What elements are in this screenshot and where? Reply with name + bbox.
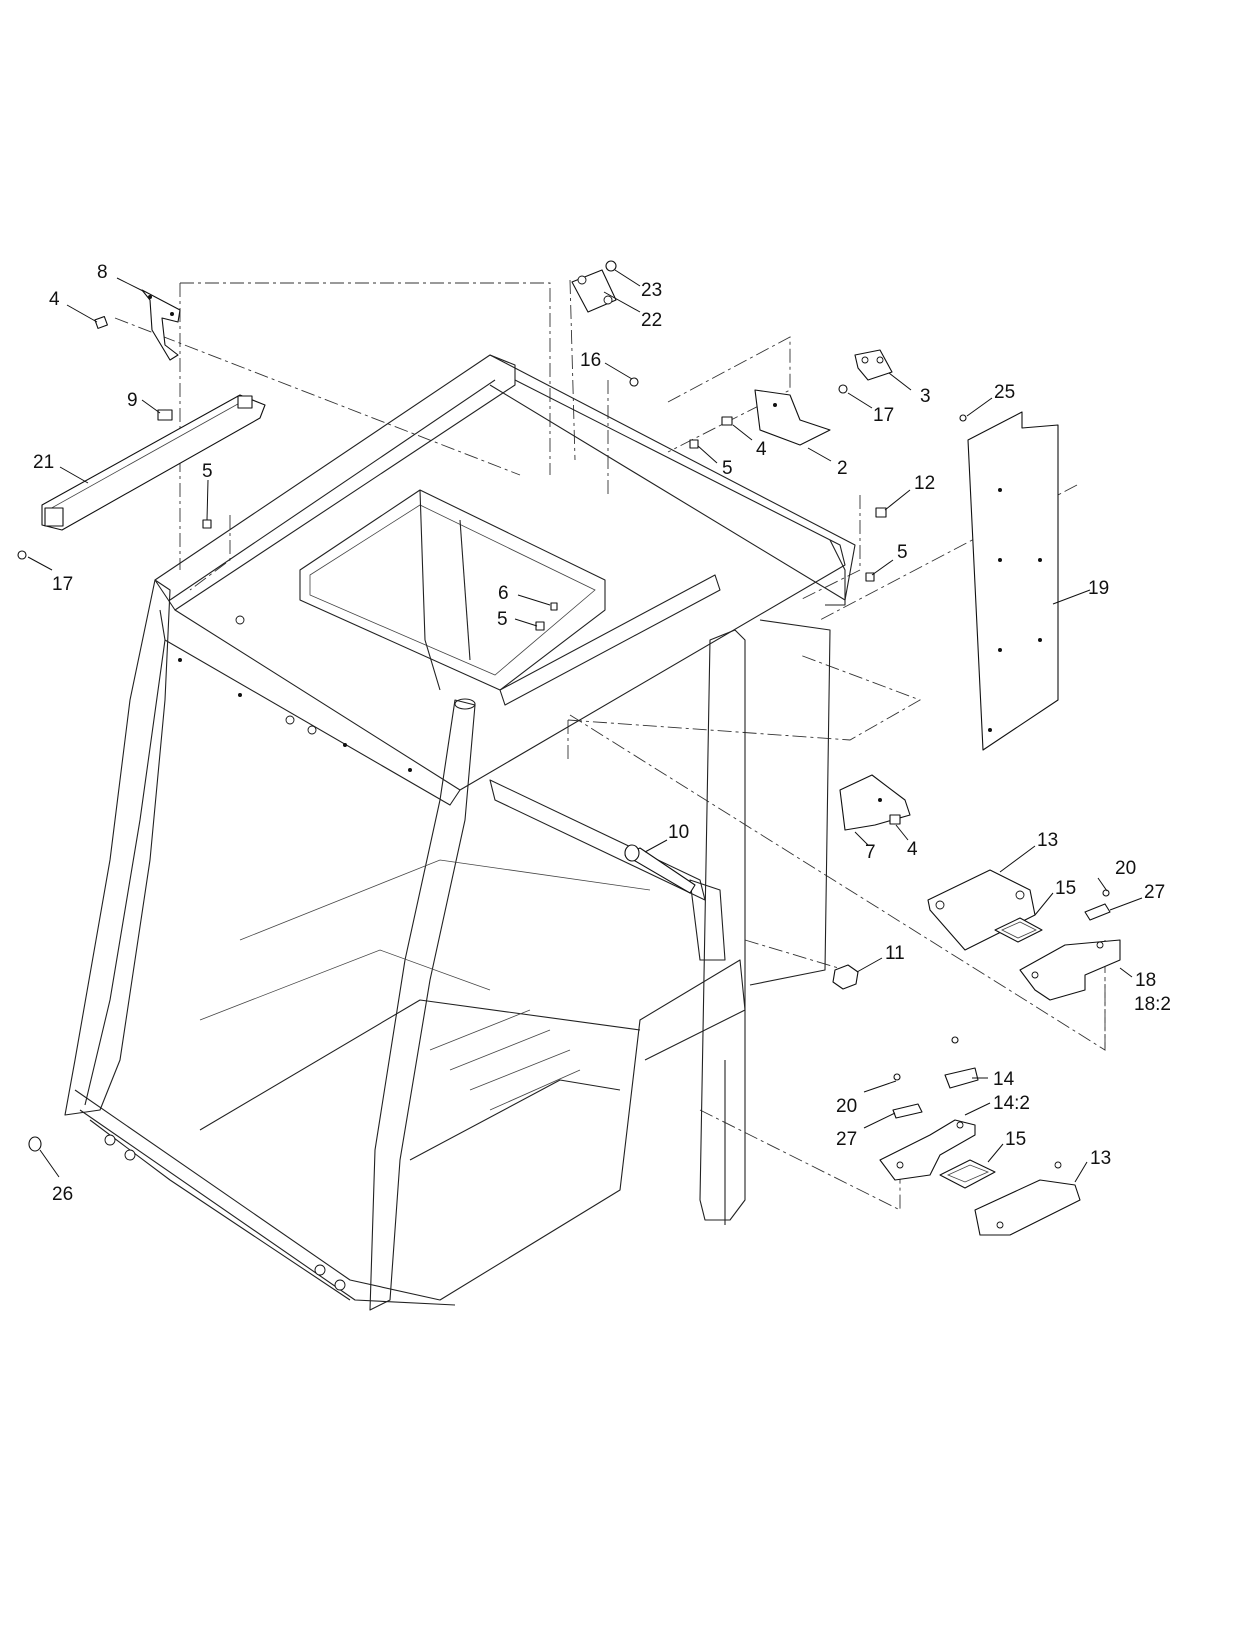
callout-6: 6 — [498, 583, 509, 604]
part-screw-17-right — [838, 384, 848, 394]
callout-14-2: 14:2 — [993, 1093, 1030, 1114]
part-washer-14 — [944, 1067, 979, 1089]
callout-17: 17 — [52, 574, 73, 595]
callout-4: 4 — [49, 289, 60, 310]
callout-25: 25 — [994, 382, 1015, 403]
callout-22: 22 — [641, 310, 662, 331]
callout-5: 5 — [722, 458, 733, 479]
callout-19: 19 — [1088, 578, 1109, 599]
callout-5: 5 — [202, 461, 213, 482]
callout-9: 9 — [127, 390, 138, 411]
callout-11: 11 — [885, 943, 905, 964]
callout-12: 12 — [914, 473, 935, 494]
part-bolt-4-lower — [889, 814, 901, 825]
part-rail-21 — [41, 394, 266, 531]
part-nut-11 — [832, 964, 859, 990]
part-screw-17-left — [17, 550, 27, 560]
callout-13: 13 — [1037, 830, 1058, 851]
callout-18: 18 — [1135, 970, 1156, 991]
part-screw-5-roof — [535, 621, 545, 631]
callout-5: 5 — [897, 542, 908, 563]
part-screw-20-lower — [893, 1073, 901, 1081]
part-panel-19 — [967, 411, 1059, 751]
part-screw-6 — [550, 602, 558, 611]
callout-5: 5 — [497, 609, 508, 630]
part-screw-5-right — [865, 572, 875, 582]
callout-7: 7 — [865, 842, 876, 863]
part-screw-20-upper — [1102, 889, 1110, 897]
callout-13: 13 — [1090, 1148, 1111, 1169]
callout-labels: 8 4 9 21 5 17 23 22 16 3 17 25 4 2 5 12 … — [33, 262, 1171, 1205]
callout-14: 14 — [993, 1069, 1015, 1090]
part-screw-16 — [629, 377, 639, 387]
callout-16: 16 — [580, 350, 601, 371]
part-grommet-15-lower — [939, 1159, 996, 1189]
callout-18-2: 18:2 — [1134, 994, 1171, 1015]
part-plate-14-2 — [879, 1119, 976, 1181]
part-screw-12 — [875, 507, 887, 518]
callout-2: 2 — [837, 458, 848, 479]
callout-15: 15 — [1055, 878, 1076, 899]
part-clip-9 — [157, 409, 173, 421]
cab-frame — [64, 354, 1044, 1311]
assembly-center-lines — [114, 279, 1106, 1211]
part-bolt-4-center — [721, 416, 733, 426]
part-block-3 — [854, 349, 893, 381]
leader-lines — [27, 269, 1143, 1183]
callout-8: 8 — [97, 262, 108, 283]
part-screw-5-left — [202, 519, 212, 529]
part-bolt-4-top-left — [94, 315, 108, 329]
part-washer-27-upper — [1084, 903, 1111, 921]
part-strap-22 — [571, 269, 617, 313]
callout-20: 20 — [1115, 858, 1136, 879]
part-grommet-15-upper — [994, 917, 1043, 943]
part-washer-27-lower — [892, 1103, 923, 1119]
callout-15: 15 — [1005, 1129, 1026, 1150]
callout-21: 21 — [33, 452, 54, 473]
callout-17: 17 — [873, 405, 894, 426]
callout-4: 4 — [907, 839, 918, 860]
part-plug-26 — [28, 1136, 42, 1152]
callout-10: 10 — [668, 822, 689, 843]
callout-23: 23 — [641, 280, 662, 301]
callout-3: 3 — [920, 386, 931, 407]
part-plate-13-lower — [974, 1161, 1081, 1236]
part-screw-5-center — [689, 439, 699, 449]
part-bracket-2 — [754, 389, 831, 446]
part-bracket-8 — [141, 289, 181, 361]
part-screw-14-top — [951, 1036, 959, 1044]
callout-26: 26 — [52, 1184, 73, 1205]
part-plate-18 — [1019, 939, 1121, 1001]
part-screw-25 — [959, 414, 967, 422]
callout-27: 27 — [836, 1129, 857, 1150]
callout-27: 27 — [1144, 882, 1165, 903]
callout-20: 20 — [836, 1096, 857, 1117]
part-pin-10 — [624, 844, 696, 894]
part-nut-23 — [605, 260, 617, 272]
callout-4: 4 — [756, 439, 767, 460]
